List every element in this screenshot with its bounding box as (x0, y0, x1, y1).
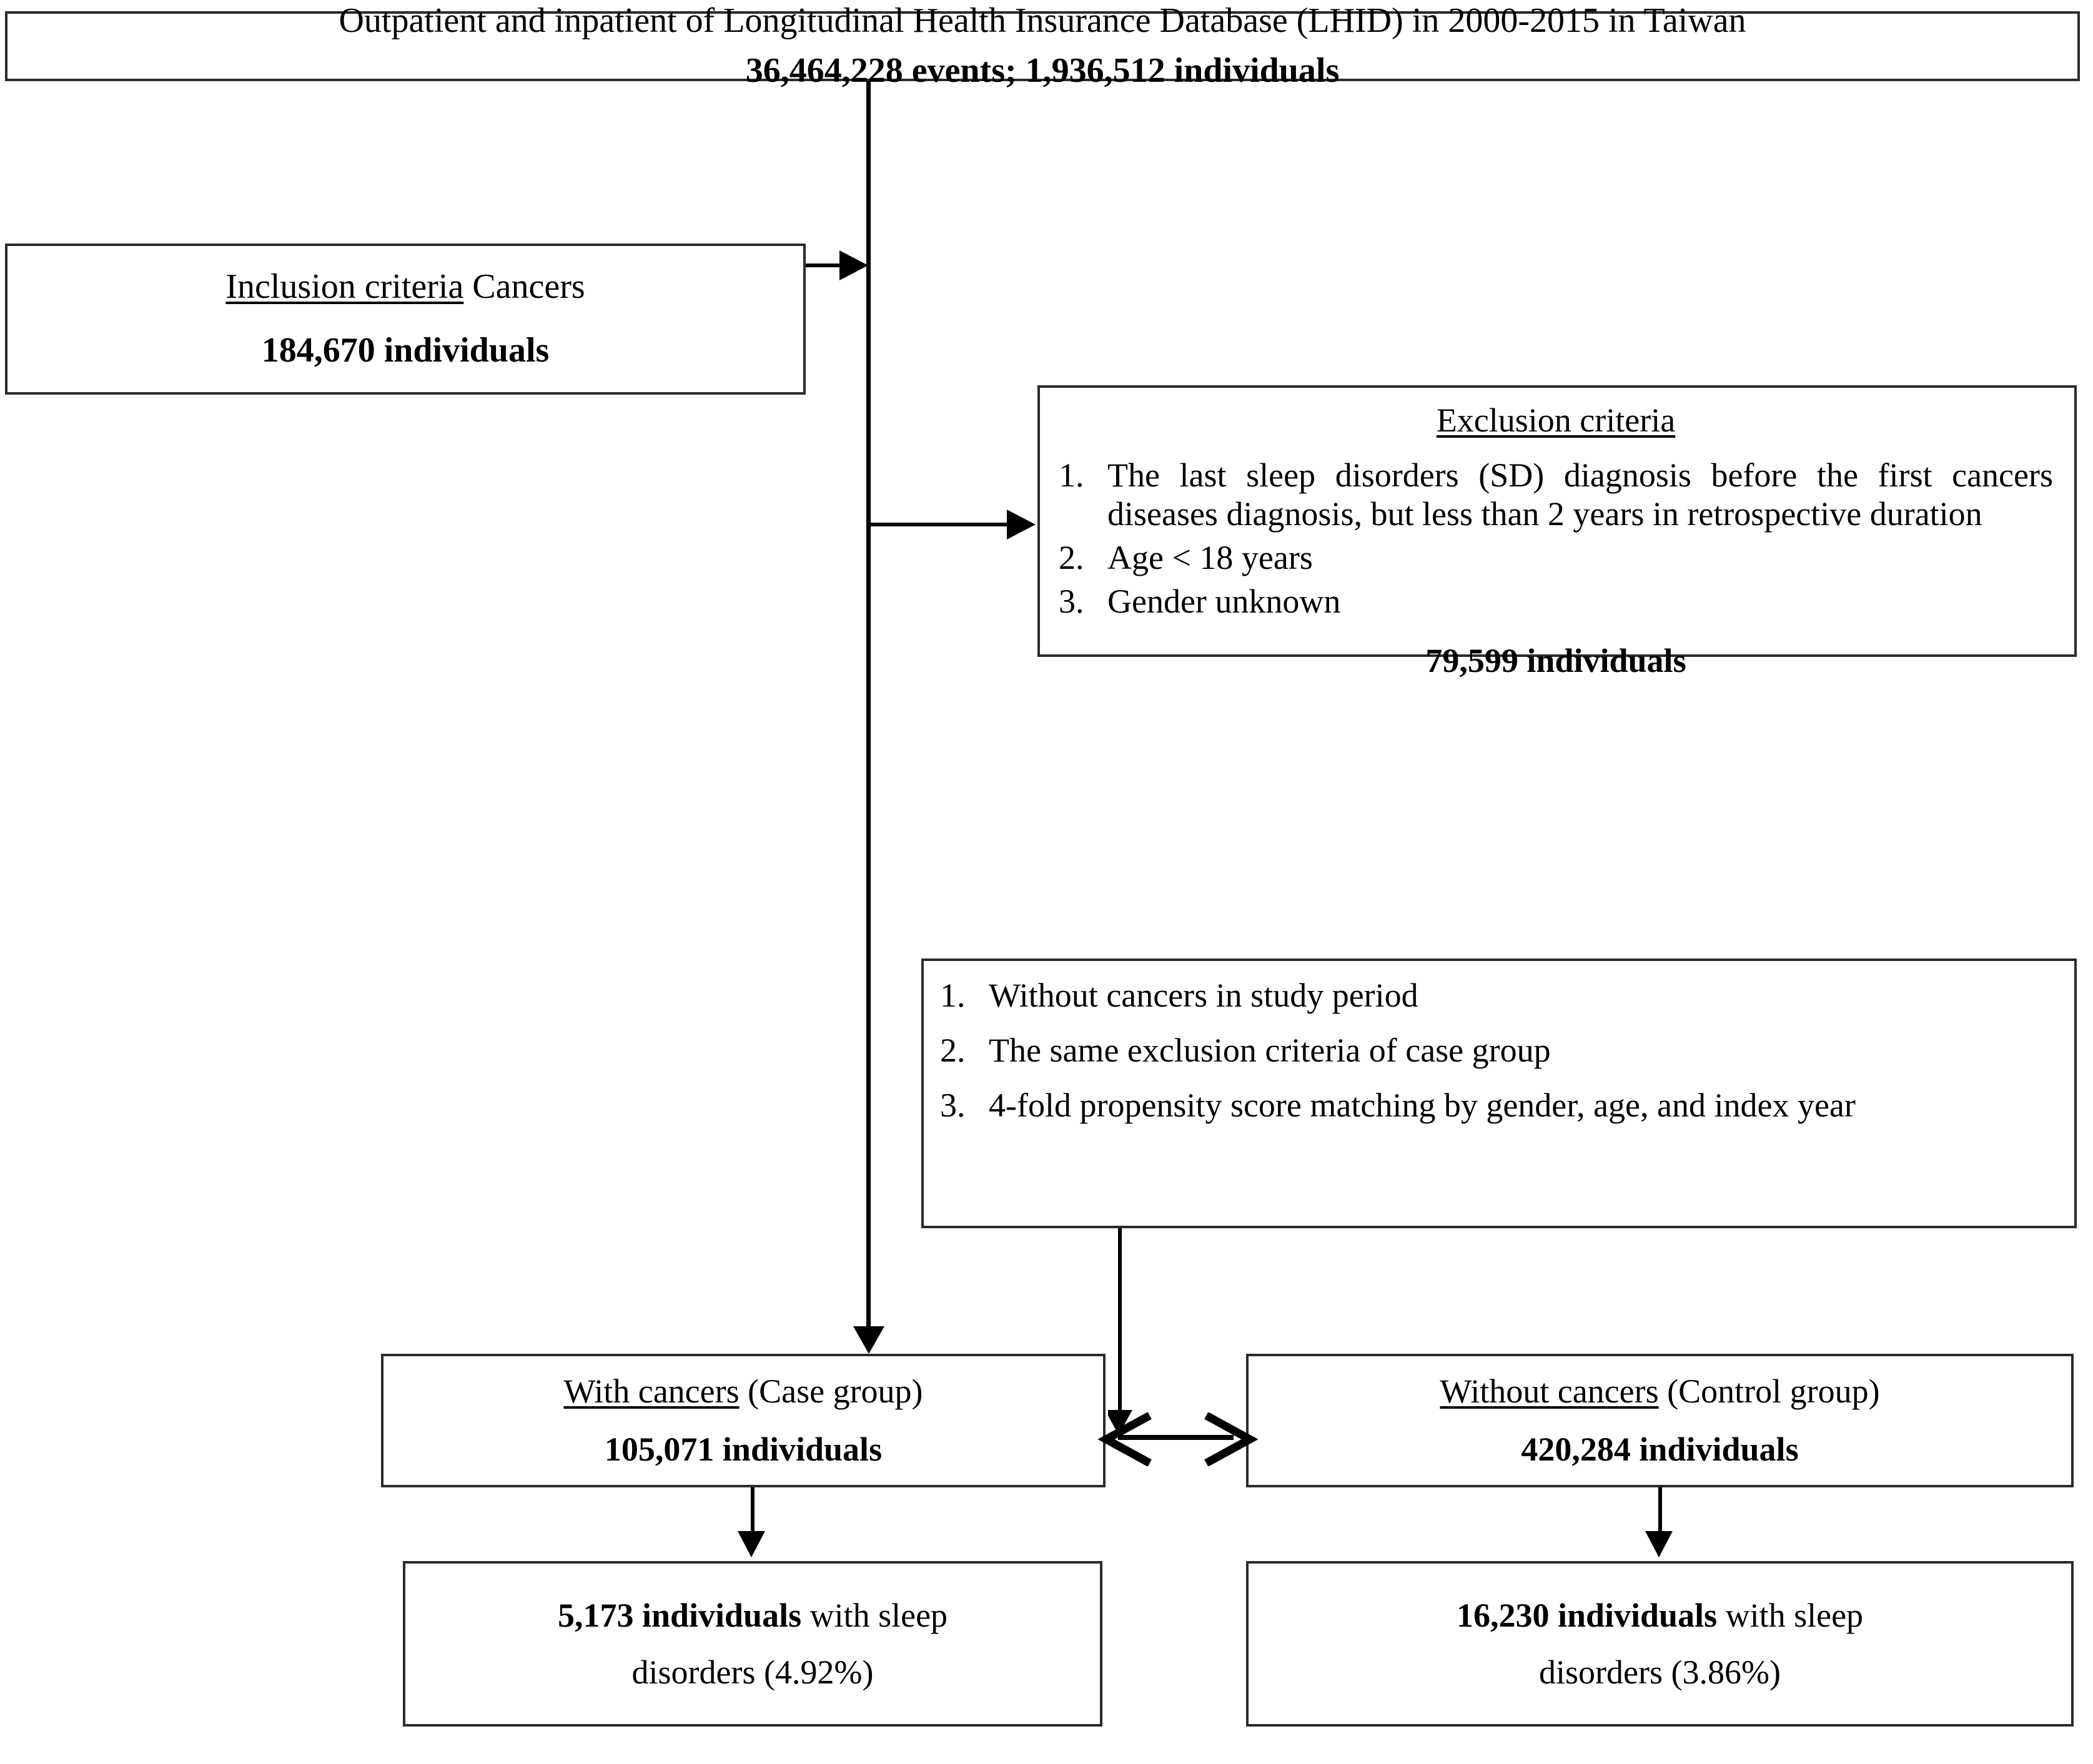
control-outcome-suffix: with sleep (1717, 1596, 1864, 1634)
exclusion-criteria-heading-text: Exclusion criteria (1436, 402, 1676, 439)
exclusion-criteria-item: 1. The last sleep disorders (SD) diagnos… (1059, 456, 2053, 533)
inclusion-criteria-box: Inclusion criteria Cancers 184,670 indiv… (5, 244, 806, 395)
matching-item-number: 1. (940, 977, 966, 1014)
source-counts-line: 36,464,228 events; 1,936,512 individuals (745, 51, 1340, 90)
control-group-count: 420,284 individuals (1521, 1431, 1799, 1468)
case-control-link-line (1118, 1435, 1234, 1440)
case-group-count: 105,071 individuals (604, 1431, 883, 1468)
case-group-box: With cancers (Case group) 105,071 indivi… (381, 1354, 1106, 1487)
exclusion-item-number: 2. (1059, 538, 1084, 576)
exclusion-criteria-item: 3. Gender unknown (1059, 582, 2053, 621)
exclusion-criteria-box: Exclusion criteria 1. The last sleep dis… (1037, 385, 2077, 679)
case-outcome-suffix: with sleep (801, 1596, 948, 1634)
inclusion-to-spine-arrowhead-icon (839, 250, 868, 280)
control-outcome-line-1: 16,230 individuals with sleep (1274, 1592, 2046, 1640)
matching-item-number: 3. (940, 1086, 966, 1124)
control-matching-criteria-box: 1. Without cancers in study period 2. Th… (921, 958, 2077, 1228)
inclusion-to-spine-line (806, 264, 851, 267)
exclusion-item-text: Age < 18 years (1107, 538, 1313, 576)
source-title-line: Outpatient and inpatient of Longitudinal… (339, 1, 1746, 41)
main-spine-line (866, 81, 871, 1331)
case-outcome-line-2: disorders (4.92%) (631, 1653, 874, 1691)
control-group-underlined-text: Without cancers (1440, 1372, 1659, 1411)
matching-item-text: The same exclusion criteria of case grou… (989, 1032, 1551, 1069)
control-group-rest-text: (Control group) (1658, 1372, 1880, 1411)
control-group-box: Without cancers (Control group) 420,284 … (1246, 1354, 2074, 1487)
exclusion-item-text: The last sleep disorders (SD) diagnosis … (1107, 456, 2053, 533)
matching-criteria-item: 1. Without cancers in study period (940, 976, 2053, 1015)
control-outcome-box: 16,230 individuals with sleep disorders … (1246, 1561, 2074, 1727)
inclusion-criteria-rest-text: Cancers (463, 267, 585, 307)
exclusion-item-number: 1. (1059, 456, 1084, 494)
main-spine-arrowhead-icon (853, 1326, 884, 1354)
case-outcome-line-1: 5,173 individuals with sleep (430, 1592, 1075, 1640)
exclusion-item-text: Gender unknown (1107, 582, 1341, 620)
inclusion-criteria-label: Inclusion criteria Cancers (21, 262, 789, 312)
case-control-left-arrowhead-icon (1097, 1412, 1152, 1466)
matching-item-number: 2. (940, 1032, 966, 1069)
inclusion-criteria-count: 184,670 individuals (261, 331, 550, 370)
matching-to-groups-line (1118, 1228, 1122, 1425)
exclusion-criteria-heading: Exclusion criteria (1059, 397, 2053, 445)
case-group-label: With cancers (Case group) (395, 1367, 1092, 1416)
case-control-right-arrowhead-icon (1204, 1412, 1259, 1466)
control-outcome-count: 16,230 individuals (1456, 1596, 1718, 1634)
exclusion-item-number: 3. (1059, 582, 1084, 620)
source-database-box: Outpatient and inpatient of Longitudinal… (5, 1, 2080, 90)
matching-criteria-item: 2. The same exclusion criteria of case g… (940, 1031, 2053, 1070)
spine-to-exclusion-line (868, 523, 1013, 526)
exclusion-criteria-item: 2. Age < 18 years (1059, 538, 2053, 577)
inclusion-criteria-underlined-text: Inclusion criteria (225, 267, 464, 307)
case-outcome-box: 5,173 individuals with sleep disorders (… (403, 1561, 1102, 1727)
control-group-label: Without cancers (Control group) (1260, 1367, 2060, 1416)
control-to-outcome-arrowhead-icon (1645, 1531, 1673, 1557)
case-to-outcome-line (751, 1487, 755, 1542)
matching-criteria-item: 3. 4-fold propensity score matching by g… (940, 1086, 2053, 1125)
case-to-outcome-arrowhead-icon (738, 1531, 765, 1557)
case-group-rest-text: (Case group) (739, 1372, 923, 1411)
control-outcome-line-2: disorders (3.86%) (1539, 1653, 1781, 1691)
control-to-outcome-line (1658, 1487, 1662, 1542)
matching-item-text: Without cancers in study period (989, 977, 1418, 1014)
spine-to-exclusion-arrowhead-icon (1007, 510, 1036, 540)
matching-item-text: 4-fold propensity score matching by gend… (989, 1086, 1856, 1124)
case-group-underlined-text: With cancers (563, 1372, 740, 1411)
case-outcome-count: 5,173 individuals (557, 1596, 802, 1634)
exclusion-criteria-count: 79,599 individuals (1425, 641, 1686, 679)
